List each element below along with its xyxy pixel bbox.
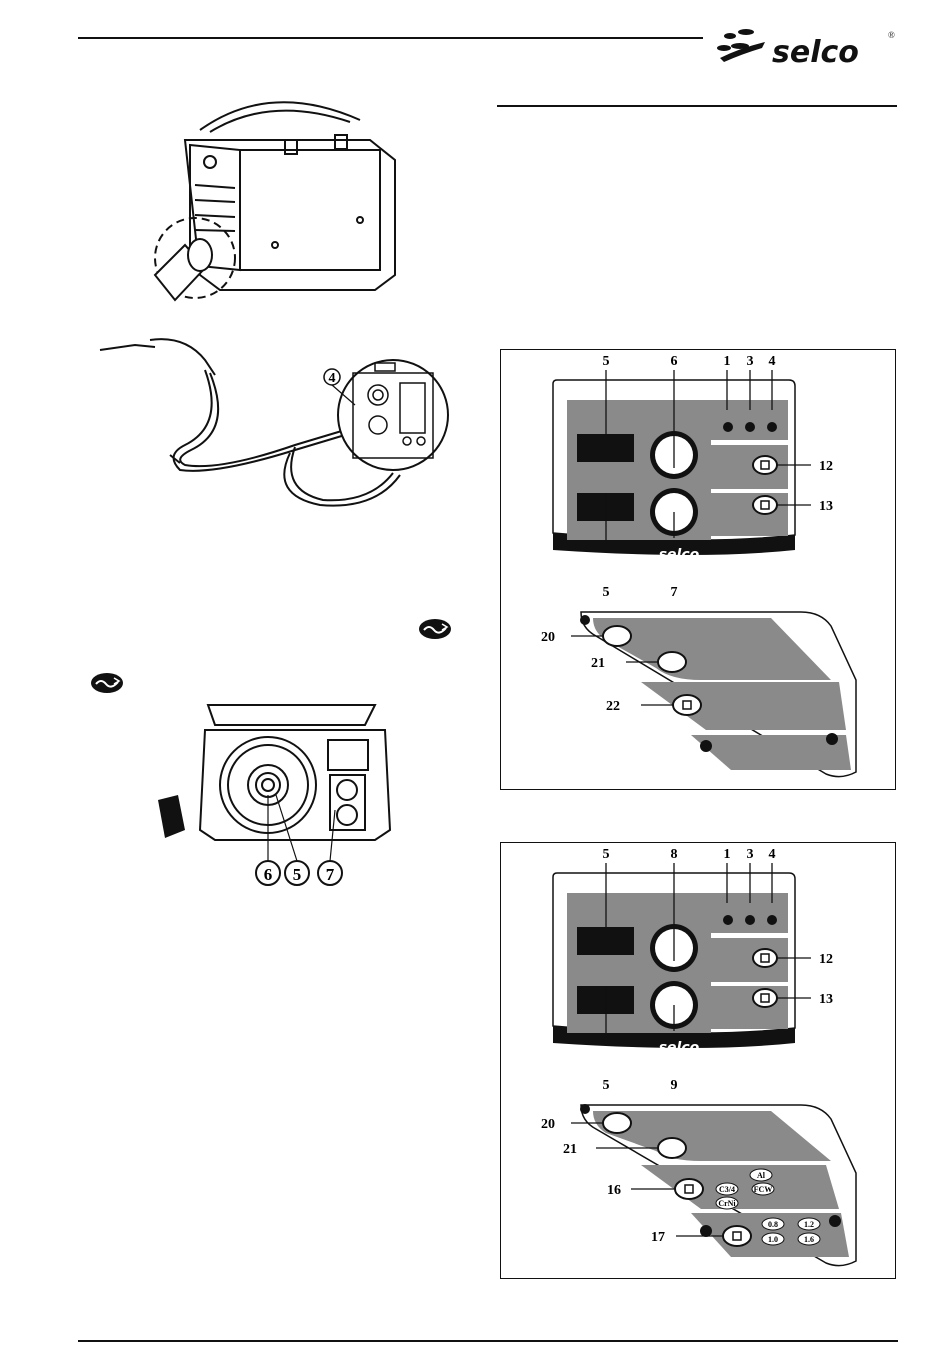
callout-17: 17 [651,1230,665,1245]
material-c3-4: C3/4 [719,1185,735,1194]
machine-illustration [140,90,420,305]
callout-12: 12 [819,952,833,967]
wire-size-0-8: 0.8 [768,1220,778,1229]
torch-illustration: 4 [95,325,455,535]
selco-logo: selco ® [710,18,900,73]
callout-20: 20 [541,630,555,645]
callout-5: 5 [603,847,610,862]
wire-feed-icon [90,672,124,694]
spool-illustration: 6 5 7 [150,700,400,895]
callout-6: 6 [264,865,273,884]
callout-8: 8 [671,847,678,862]
wire-size-1-2: 1.2 [804,1220,814,1229]
control-panel-figure-a: selco 5 6 1 3 4 12 13 5 7 [500,349,896,790]
material-fcw: FCW [754,1185,773,1194]
callout-6: 6 [671,354,678,369]
callout-3: 3 [747,847,754,862]
callout-7: 7 [671,585,678,600]
callout-21: 21 [563,1142,577,1157]
callout-4: 4 [769,847,776,862]
callout-22: 22 [606,699,620,714]
callout-4: 4 [769,354,776,369]
callout-1: 1 [724,847,731,862]
callout-12: 12 [819,459,833,474]
callout-20: 20 [541,1117,555,1132]
callout-5: 5 [603,585,610,600]
callout-7: 7 [326,865,335,884]
callout-5: 5 [603,354,610,369]
material-al: Al [757,1171,766,1180]
callout-3: 3 [747,354,754,369]
panel-brand: selco [659,1040,700,1056]
material-crni: CrNi [718,1199,736,1208]
callout-5: 5 [293,865,302,884]
callout-4: 4 [329,371,336,386]
callout-16: 16 [607,1183,621,1198]
callout-5: 5 [603,1078,610,1093]
logo-text: selco [772,35,859,70]
svg-text:®: ® [888,30,895,40]
section-rule [497,105,897,107]
callout-9: 9 [671,1078,678,1093]
wire-feed-icon [418,618,452,640]
wire-size-1-0: 1.0 [768,1235,778,1244]
header-rule [78,37,703,39]
callout-1: 1 [724,354,731,369]
wire-size-1-6: 1.6 [804,1235,814,1244]
control-panel-figure-b: selco 5 8 1 3 4 12 13 5 9 [500,842,896,1279]
callout-13: 13 [819,499,833,514]
panel-brand: selco [659,547,700,563]
callout-13: 13 [819,992,833,1007]
footer-rule [78,1340,898,1342]
callout-21: 21 [591,656,605,671]
